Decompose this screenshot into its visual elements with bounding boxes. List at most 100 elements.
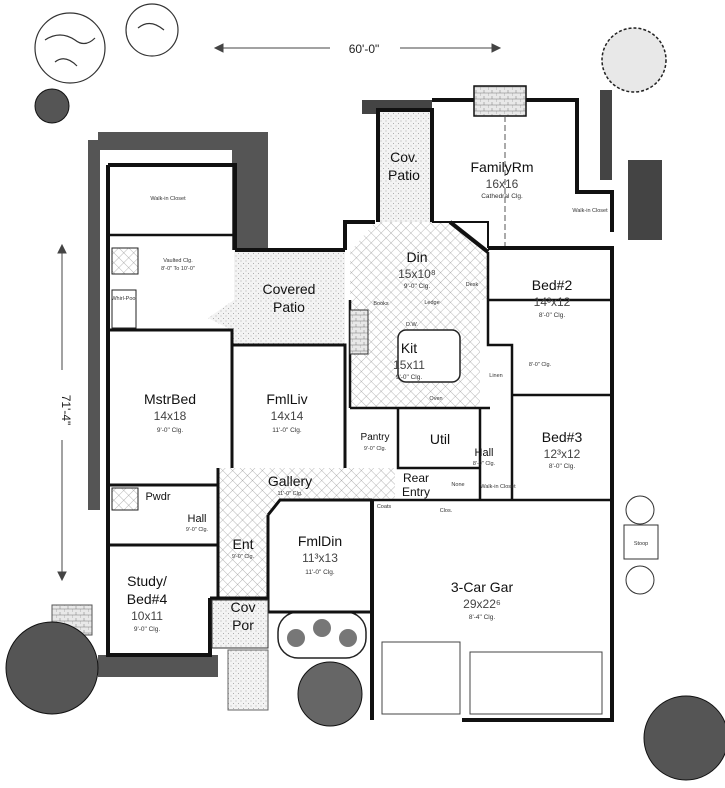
pantry-name: Pantry bbox=[361, 432, 390, 443]
din-size: 15x10⁸ bbox=[398, 267, 436, 281]
ent-name: Ent bbox=[232, 536, 253, 552]
kit-name: Kit bbox=[401, 340, 417, 356]
note-oven: Oven bbox=[429, 396, 442, 402]
bed3-ceiling: 8'-0" Clg. bbox=[549, 463, 576, 470]
room-hall-left: Hall 9'-0" Clg. bbox=[186, 513, 209, 533]
room-garage: 3-Car Gar 29x22⁶ 8'-4" Clg. bbox=[451, 579, 514, 621]
garage-size: 29x22⁶ bbox=[463, 597, 501, 611]
note-coats: Coats bbox=[377, 504, 392, 510]
front-walk bbox=[227, 649, 269, 711]
master-shower bbox=[111, 247, 139, 275]
room-util: Util bbox=[430, 431, 450, 447]
cov-patio-top-name-1: Cov. bbox=[390, 149, 418, 165]
gallery-ceiling: 11'-0" Clg. bbox=[278, 491, 303, 497]
note-ledge: Ledge bbox=[424, 300, 439, 306]
fml-liv-ceiling: 11'-0" Clg. bbox=[272, 427, 302, 434]
width-dimension-label: 60'-0" bbox=[349, 42, 380, 56]
fireplace bbox=[473, 85, 527, 117]
note-walk-in-closet-master: Walk-in Closet bbox=[150, 196, 186, 202]
shrub-bottom-center bbox=[297, 661, 363, 727]
mstr-bed-size: 14x18 bbox=[154, 409, 187, 423]
cov-por-floor bbox=[211, 599, 269, 649]
mstr-bed-ceiling: 9'-0" Clg. bbox=[157, 427, 184, 434]
room-covered-patio: Covered Patio bbox=[263, 281, 316, 315]
study-name-2: Bed#4 bbox=[127, 591, 168, 607]
room-ent: Ent 9'-0" Clg. bbox=[232, 536, 255, 560]
hedge-top-right bbox=[600, 90, 612, 180]
room-din: Din 15x10⁸ 9'-0" Clg. bbox=[398, 249, 436, 290]
din-ceiling: 9'-0" Clg. bbox=[404, 283, 431, 290]
note-linen: Linen bbox=[489, 373, 502, 379]
covered-patio-floor bbox=[208, 250, 345, 345]
note-none: None bbox=[451, 482, 464, 488]
fml-din-name: FmlDin bbox=[298, 533, 342, 549]
tree-top-left-2 bbox=[125, 3, 179, 57]
garage-name: 3-Car Gar bbox=[451, 579, 514, 595]
note-vaulted-clg-2: 8'-0" To 10'-0" bbox=[161, 266, 195, 272]
study-ceiling: 9'-0" Clg. bbox=[134, 626, 161, 633]
fml-liv-size: 14x14 bbox=[271, 409, 304, 423]
gallery-name: Gallery bbox=[268, 473, 312, 489]
depth-dimension bbox=[57, 243, 67, 582]
stoop bbox=[623, 524, 659, 560]
room-bed2: Bed#2 14³x12 8'-0" Clg. bbox=[532, 277, 573, 319]
planter-plant-2 bbox=[313, 619, 331, 637]
walls bbox=[106, 98, 614, 722]
kit-size: 15x11 bbox=[393, 358, 425, 372]
cov-patio-top-name-2: Patio bbox=[388, 167, 420, 183]
shrub-right-1 bbox=[625, 495, 655, 525]
hedge-right bbox=[628, 160, 662, 240]
bed3-size: 12³x12 bbox=[544, 447, 581, 461]
width-dimension bbox=[213, 43, 502, 53]
room-kit: Kit 15x11 9'-0" Clg. bbox=[393, 340, 425, 381]
kitchen-island bbox=[397, 329, 461, 383]
fml-din-ceiling: 11'-0" Clg. bbox=[305, 569, 335, 576]
mstr-bed-name: MstrBed bbox=[144, 391, 196, 407]
stair-books bbox=[349, 309, 369, 355]
pwdr-name: Pwdr bbox=[145, 491, 170, 503]
note-stoop: Stoop bbox=[634, 541, 648, 547]
kit-ceiling: 9'-0" Clg. bbox=[396, 374, 423, 381]
room-cov-por: Cov Por bbox=[231, 599, 256, 633]
room-cov-patio-top: Cov. Patio bbox=[388, 149, 420, 183]
note-whirlpool: Whirl-Pool bbox=[111, 296, 136, 302]
hall-left-name: Hall bbox=[188, 513, 207, 525]
room-family-rm: FamilyRm 16x16 Cathedral Clg. bbox=[471, 159, 534, 200]
note-walk-in-closet-bed2: Walk-in Closet bbox=[572, 208, 608, 214]
room-study: Study/ Bed#4 10x11 9'-0" Clg. bbox=[127, 573, 168, 633]
cov-por-name-1: Cov bbox=[231, 599, 256, 615]
cov-por-name-2: Por bbox=[232, 617, 254, 633]
shrub-bottom-right bbox=[643, 695, 725, 781]
hall-left-ceiling: 9'-0" Clg. bbox=[186, 527, 209, 533]
room-rear-entry: Rear Entry bbox=[402, 471, 430, 499]
pantry-ceiling: 9'-0" Clg. bbox=[364, 446, 387, 452]
room-hall-right: Hall 8'-0" Clg. bbox=[473, 447, 496, 467]
bed3-name: Bed#3 bbox=[542, 429, 583, 445]
room-fml-liv: FmlLiv 14x14 11'-0" Clg. bbox=[266, 391, 307, 434]
rear-entry-name-2: Entry bbox=[402, 485, 430, 499]
shrub-right-2 bbox=[625, 565, 655, 595]
tree-top-left bbox=[34, 12, 106, 84]
hedge-top-left bbox=[98, 132, 268, 150]
covered-patio-name-1: Covered bbox=[263, 281, 316, 297]
cov-patio-top-floor bbox=[378, 112, 432, 222]
garage-ceiling: 8'-4" Clg. bbox=[469, 614, 496, 621]
family-rm-size: 16x16 bbox=[486, 177, 519, 191]
whirlpool-tub bbox=[111, 289, 137, 329]
pwdr-tile bbox=[111, 487, 139, 511]
din-name: Din bbox=[406, 249, 427, 265]
family-rm-ceiling: Cathedral Clg. bbox=[481, 193, 523, 200]
room-bed3: Bed#3 12³x12 8'-0" Clg. bbox=[542, 429, 583, 470]
landscaping bbox=[5, 3, 725, 781]
note-books: Books bbox=[373, 301, 389, 307]
note-vaulted-clg-1: Vaulted Clg. bbox=[163, 258, 193, 264]
bed2-ceiling: 8'-0" Clg. bbox=[539, 312, 566, 319]
room-pwdr: Pwdr bbox=[145, 491, 170, 503]
hedge-left-side bbox=[232, 150, 268, 250]
note-bath-clg: 8'-0" Clg. bbox=[529, 362, 552, 368]
covered-patio-name-2: Patio bbox=[273, 299, 305, 315]
ent-ceiling: 9'-0" Clg. bbox=[232, 554, 255, 560]
rear-entry-name-1: Rear bbox=[403, 471, 429, 485]
depth-dimension-label: 71'-4" bbox=[59, 395, 73, 426]
